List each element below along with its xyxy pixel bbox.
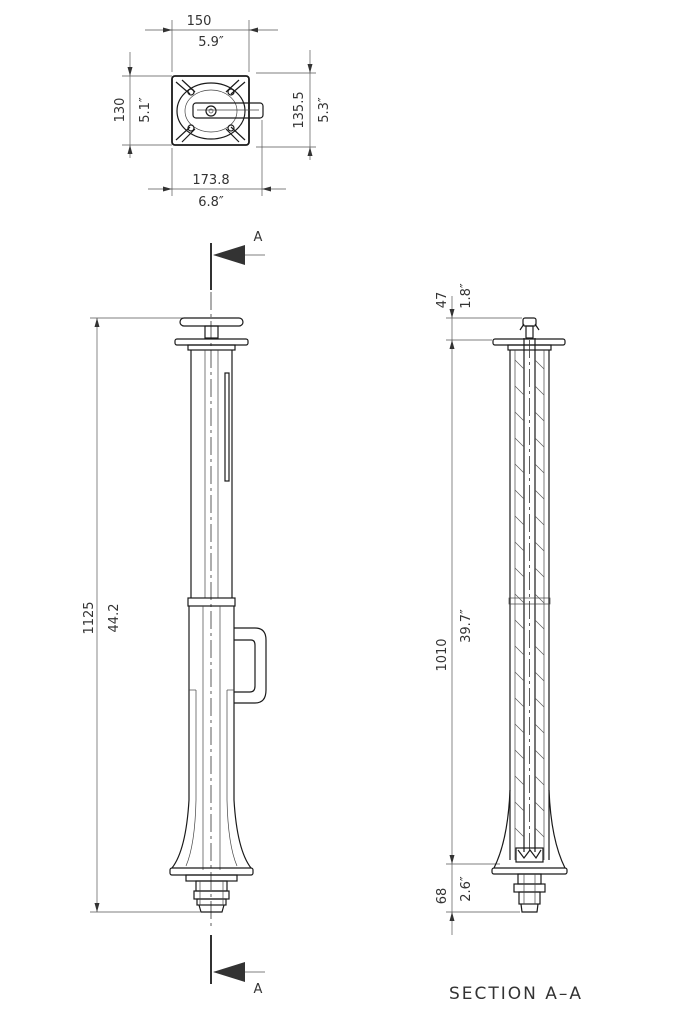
hatch-line bbox=[514, 359, 525, 370]
section-top-mm: 47 bbox=[435, 292, 450, 309]
section-mark-bottom: A bbox=[254, 982, 263, 997]
hatch-line bbox=[514, 411, 525, 422]
hatch-line bbox=[514, 619, 525, 630]
hatch-line bbox=[514, 541, 525, 552]
hatch-line bbox=[534, 723, 545, 734]
section-mark-top: A bbox=[254, 230, 263, 245]
hatch-line bbox=[514, 437, 525, 448]
hatch-line bbox=[534, 411, 545, 422]
hatch-line bbox=[514, 567, 525, 578]
hatch-line bbox=[534, 385, 545, 396]
wall-hatching-right bbox=[534, 359, 545, 838]
section-body-in: 39.7″ bbox=[459, 609, 474, 643]
top-total-width-in: 6.8″ bbox=[198, 195, 224, 210]
hatch-line bbox=[534, 619, 545, 630]
hatch-line bbox=[514, 723, 525, 734]
hatch-line bbox=[514, 593, 525, 604]
hatch-line bbox=[514, 463, 525, 474]
hatch-line bbox=[514, 489, 525, 500]
hatch-line bbox=[514, 645, 525, 656]
hatch-line bbox=[534, 567, 545, 578]
section-bottom-in: 2.6″ bbox=[459, 876, 474, 902]
top-width-in: 5.9″ bbox=[198, 35, 224, 50]
hatch-line bbox=[534, 775, 545, 786]
hatch-line bbox=[534, 463, 545, 474]
front-height-mm: 1125 bbox=[82, 601, 97, 634]
top-height-mm: 130 bbox=[113, 98, 128, 123]
hatch-line bbox=[514, 697, 525, 708]
hatch-line bbox=[514, 515, 525, 526]
top-total-height-in: 5.3″ bbox=[317, 97, 332, 123]
top-total-height-mm: 135.5 bbox=[292, 91, 307, 128]
hatch-line bbox=[514, 749, 525, 760]
hatch-line bbox=[534, 749, 545, 760]
front-height-in: 44.2 bbox=[107, 604, 122, 633]
hatch-line bbox=[514, 801, 525, 812]
hatch-line bbox=[534, 437, 545, 448]
hatch-line bbox=[514, 671, 525, 682]
hatch-line bbox=[534, 541, 545, 552]
section-top-in: 1.8″ bbox=[459, 283, 474, 309]
hatch-line bbox=[534, 489, 545, 500]
hatch-line bbox=[534, 593, 545, 604]
hatch-line bbox=[534, 515, 545, 526]
top-height-in: 5.1″ bbox=[138, 97, 153, 123]
top-total-width-mm: 173.8 bbox=[192, 173, 229, 188]
hatch-line bbox=[514, 385, 525, 396]
section-view: 47 1.8″ 1010 39.7″ 68 2.6″ bbox=[435, 283, 583, 1004]
hatch-line bbox=[534, 801, 545, 812]
section-title: SECTION A–A bbox=[449, 984, 583, 1004]
top-width-mm: 150 bbox=[187, 14, 212, 29]
section-body-mm: 1010 bbox=[435, 638, 450, 671]
section-bottom-mm: 68 bbox=[435, 888, 450, 905]
front-view: A A 1125 44.2 bbox=[82, 230, 267, 997]
top-view: 150 5.9″ 130 5.1″ 135.5 5.3″ 173.8 6.8″ bbox=[113, 14, 332, 210]
hatch-line bbox=[514, 827, 525, 838]
hatch-line bbox=[534, 697, 545, 708]
hatch-line bbox=[514, 775, 525, 786]
hatch-line bbox=[534, 671, 545, 682]
hatch-line bbox=[534, 827, 545, 838]
hatch-line bbox=[534, 645, 545, 656]
hatch-line bbox=[534, 359, 545, 370]
wall-hatching-left bbox=[514, 359, 525, 838]
